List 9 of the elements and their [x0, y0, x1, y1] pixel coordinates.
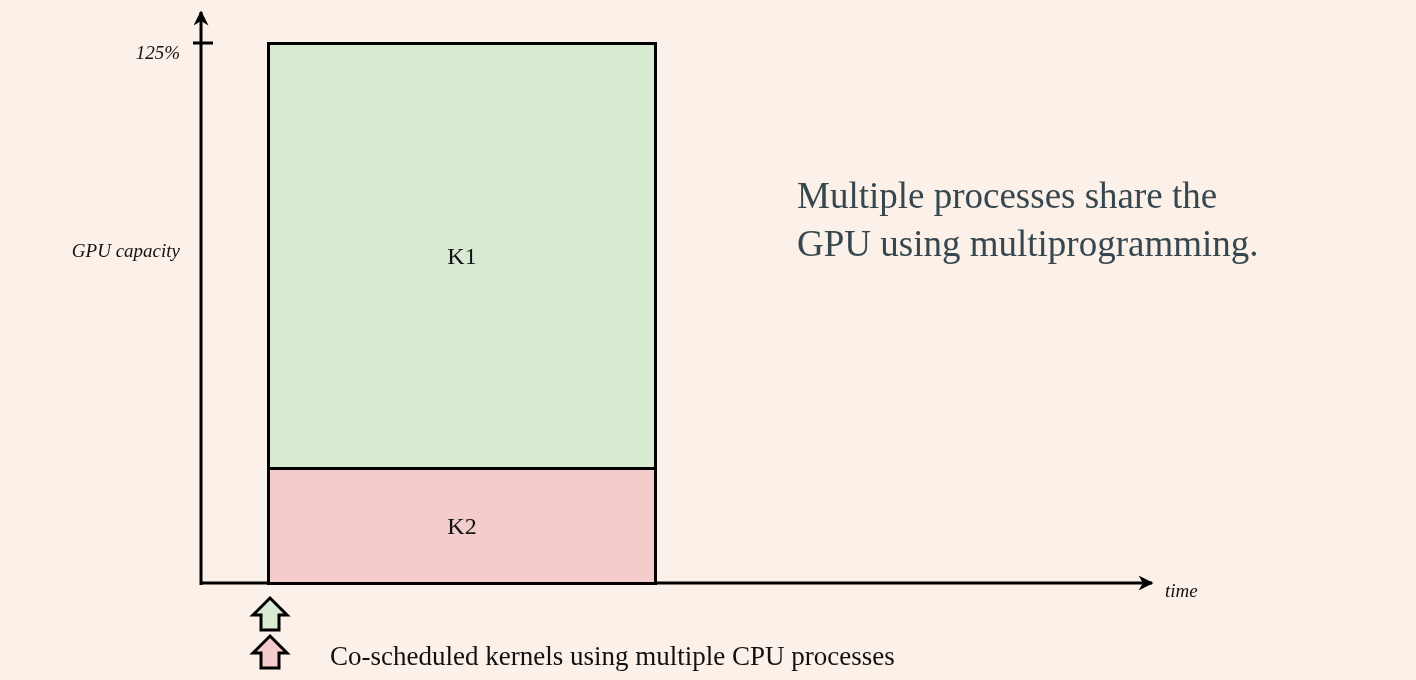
tick-label: 125%	[134, 42, 180, 65]
kernel-block	[267, 467, 657, 585]
description-text: Multiple processes share the GPU using multiprogramming.	[797, 174, 1260, 267]
kernel-block	[267, 42, 657, 470]
axis-title: time	[1165, 580, 1199, 603]
axis-title: GPU capacity	[70, 240, 180, 263]
kernel-label: K1	[447, 242, 477, 270]
caption-text: Co-scheduled kernels using multiple CPU processes	[330, 640, 896, 673]
kernel-label: K2	[447, 512, 477, 540]
